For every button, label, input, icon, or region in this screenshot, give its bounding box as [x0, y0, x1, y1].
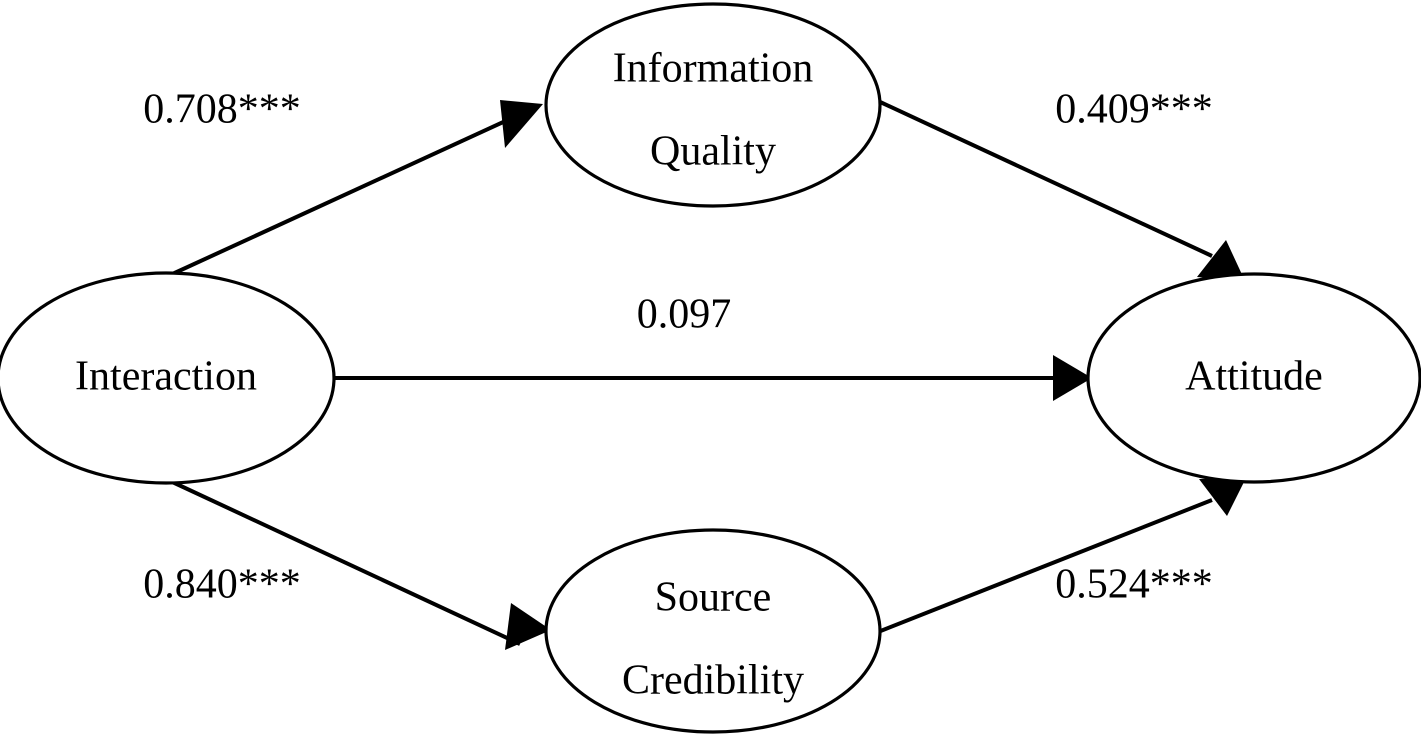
edge-label-interaction-to-information-quality: 0.708***	[143, 87, 301, 133]
node-label-source-credibility-line1: Source	[655, 575, 772, 621]
arrow-head-icon	[500, 100, 543, 148]
edge-label-interaction-to-attitude: 0.097	[637, 292, 732, 338]
node-interaction[interactable]: Interaction	[0, 271, 336, 485]
arrow-head-icon	[1199, 478, 1246, 516]
arrow-head-icon	[1197, 240, 1245, 281]
node-ellipse	[0, 271, 336, 485]
node-label-source-credibility-line2: Credibility	[622, 658, 804, 704]
arrow-head-icon	[1053, 355, 1092, 401]
node-ellipse	[1086, 272, 1421, 484]
edge-label-interaction-to-source-credibility: 0.840***	[143, 562, 301, 608]
edge-line	[167, 116, 513, 278]
arrow-head-icon	[505, 603, 551, 650]
edge-label-information-quality-to-attitude: 0.409***	[1055, 87, 1213, 133]
node-attitude[interactable]: Attitude	[1086, 272, 1421, 484]
node-ellipse	[544, 2, 882, 208]
node-source-credibility[interactable]: Source Credibility	[544, 528, 882, 734]
edge-interaction-to-information-quality	[167, 100, 543, 278]
node-label-information-quality-line1: Information	[613, 46, 814, 92]
edge-line	[167, 478, 521, 646]
node-label-information-quality-line2: Quality	[650, 129, 776, 175]
node-ellipse	[544, 528, 882, 734]
edge-interaction-to-attitude	[334, 355, 1092, 401]
node-information-quality[interactable]: Information Quality	[544, 2, 882, 208]
edge-line	[877, 498, 1213, 634]
edge-interaction-to-source-credibility	[167, 478, 551, 650]
node-label-attitude: Attitude	[1185, 354, 1323, 400]
edge-line	[877, 99, 1213, 258]
edge-information-quality-to-attitude	[877, 99, 1245, 281]
node-label-interaction: Interaction	[75, 354, 257, 400]
edge-source-credibility-to-attitude	[877, 478, 1246, 634]
edge-label-source-credibility-to-attitude: 0.524***	[1055, 562, 1213, 608]
